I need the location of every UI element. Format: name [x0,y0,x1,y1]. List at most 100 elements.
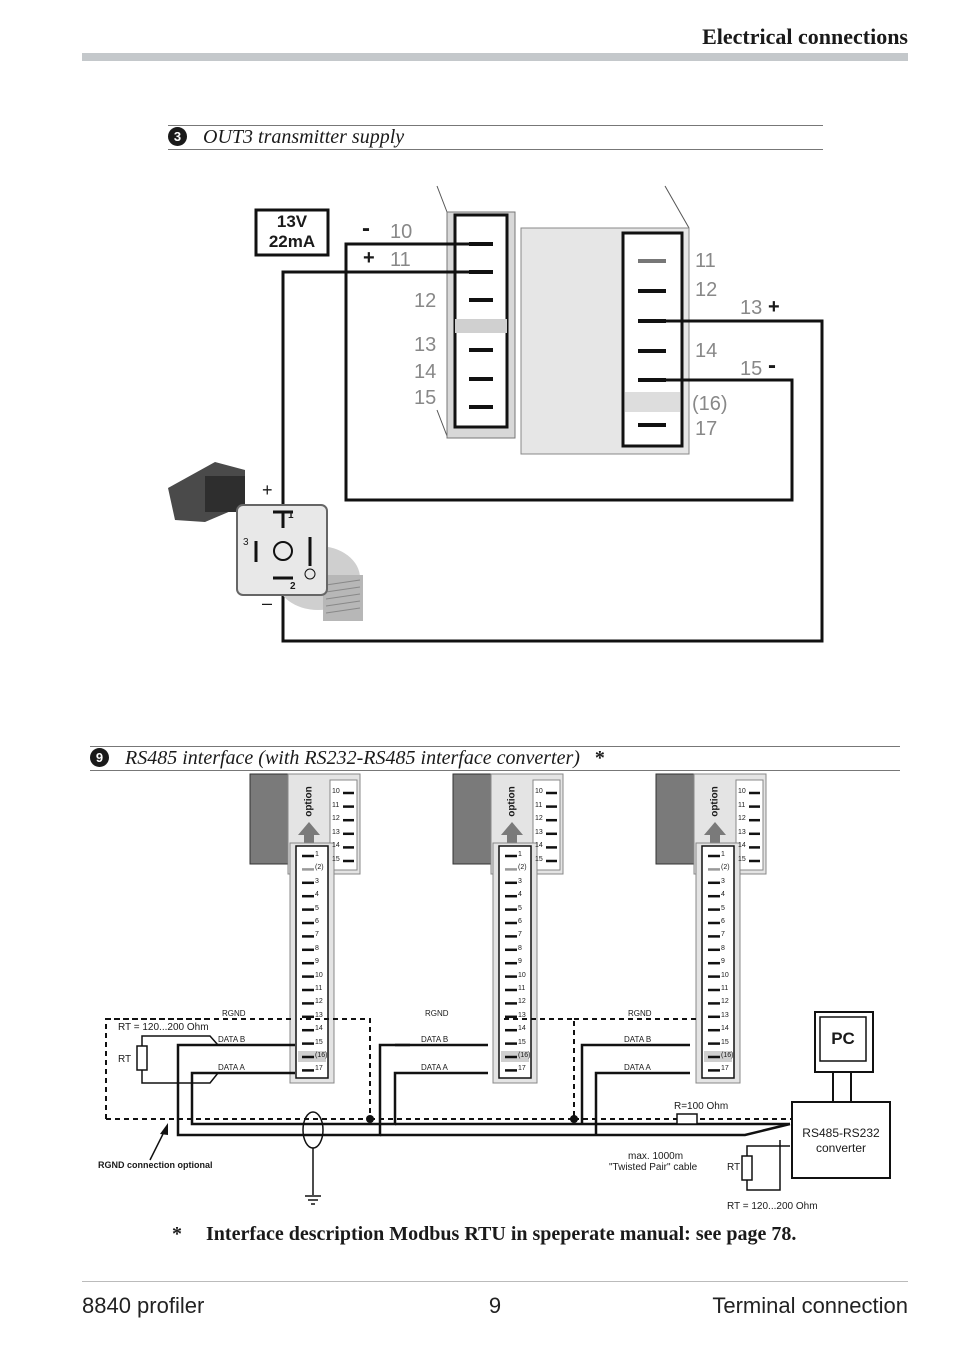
section3-title: OUT3 transmitter supply [203,126,405,148]
section3-number: 3 [168,127,187,146]
main-terminal-label: 6 [518,918,522,925]
left-minus: - [362,215,370,242]
option-terminal-label: 13 [738,828,746,836]
main-terminal-label: 9 [518,958,522,966]
device-label-data-b: DATA B [218,1035,246,1044]
main-terminal-label: 3 [518,877,522,885]
main-terminal-label: 11 [518,985,526,992]
main-terminal-label: (16) [315,1052,328,1059]
converter-label-2: converter [815,1141,867,1155]
main-terminal-label: 4 [315,891,319,899]
sensor-minus: – [262,593,273,613]
main-terminal-label: 11 [315,985,323,992]
rgnd-optional-label: RGND connection optional [98,1160,213,1170]
right-terminal-17: 17 [695,418,718,440]
main-terminal-label: 3 [315,877,319,885]
left-terminal-block [446,211,516,439]
main-terminal-strip [498,845,532,1079]
right-terminal-16: (16) [692,393,728,415]
main-terminal-label: (2) [315,864,324,872]
rs485-bus-wires [176,1043,791,1137]
option-terminal-label: 10 [332,788,340,795]
option-terminal-label: 15 [332,856,340,863]
option-terminal-label: 14 [332,842,340,850]
main-terminal-label: 1 [518,851,522,858]
main-terminal-strip [701,845,735,1079]
supply-voltage: 13V [276,212,308,231]
device-label-rgnd: RGND [425,1009,449,1018]
main-terminal-label: 13 [315,1011,323,1019]
main-terminal-label: 8 [315,944,319,952]
main-terminal-label: (2) [518,864,527,872]
main-terminal-label: 14 [518,1025,526,1033]
rt-right-label: RT = 120...200 Ohm [727,1201,818,1212]
converter-box [791,1101,891,1179]
device-label-data-a: DATA A [421,1063,448,1072]
main-terminal-label: 9 [315,958,319,966]
left-terminal-11: 11 [390,249,411,271]
main-terminal-label: 4 [721,891,725,899]
main-terminal-label: 8 [518,944,522,952]
footer-page-number: 9 [488,1293,502,1318]
option-label: option [506,786,518,817]
device-label-data-a: DATA A [624,1063,651,1072]
left-terminal-14: 14 [414,361,437,383]
section3-heading: 3 OUT3 transmitter supply [168,126,404,149]
rt-left-label: RT = 120...200 Ohm [118,1022,209,1033]
option-terminal-label: 12 [535,815,543,823]
main-terminal-label: 5 [518,904,522,912]
option-terminal-label: 10 [535,788,543,795]
main-terminal-label: 6 [721,918,725,925]
footer-product: 8840 profiler [82,1293,205,1318]
device-label-data-b: DATA B [624,1035,652,1044]
section9-asterisk: * [594,747,605,769]
option-terminal-label: 11 [738,801,746,809]
main-terminal-label: (16) [518,1052,531,1059]
device-housing [452,773,492,865]
up-arrow-icon [704,822,726,843]
option-terminal-label: 10 [738,788,746,795]
footer-rule [82,1281,908,1282]
sensor-pin-1: 1 [288,510,294,521]
note-asterisk: * [172,1223,182,1245]
option-terminal-label: 11 [535,801,543,809]
up-arrow-icon [298,822,320,843]
left-terminal-15: 15 [414,387,437,409]
sensor-pin-2: 2 [290,581,296,592]
rt-left-symbol: RT [118,1054,132,1065]
cable-shield-icon [302,1111,324,1149]
left-terminal-13: 13 [414,334,437,356]
right-plus: + [768,296,780,318]
main-terminal-label: 1 [315,851,319,858]
cable-length-label: max. 1000m [628,1151,684,1162]
option-terminal-label: 15 [738,856,746,863]
page-header-title: Electrical connections [702,24,908,49]
r100-resistor [676,1113,698,1125]
option-terminal-label: 11 [332,801,340,809]
device-label-rgnd: RGND [222,1009,246,1018]
main-terminal-label: 13 [721,1011,729,1019]
supply-current: 22mA [268,232,316,251]
rt-left-resistor [136,1045,148,1071]
left-terminal-12: 12 [414,290,437,312]
rt-right-resistor [741,1155,753,1181]
main-terminal-label: 17 [518,1065,526,1073]
sensor-plus: + [262,480,273,500]
main-terminal-label: 10 [518,971,526,979]
main-terminal-label: 3 [721,877,725,885]
modbus-note: *Interface description Modbus RTU in spe… [172,1223,796,1246]
main-terminal-label: 5 [315,904,319,912]
main-terminal-label: 4 [518,891,522,899]
right-terminal-12: 12 [695,279,718,301]
main-terminal-label: 7 [518,931,522,939]
main-terminal-label: 1 [721,851,725,858]
device-label-data-b: DATA B [421,1035,449,1044]
left-plus: + [363,247,375,269]
option-label: option [303,786,315,817]
right-terminal-13: 13 [740,297,763,319]
device-housing [249,773,289,865]
right-terminal-15: 15 [740,358,763,380]
section9-top-rule [90,746,900,747]
main-terminal-label: (2) [721,864,730,872]
